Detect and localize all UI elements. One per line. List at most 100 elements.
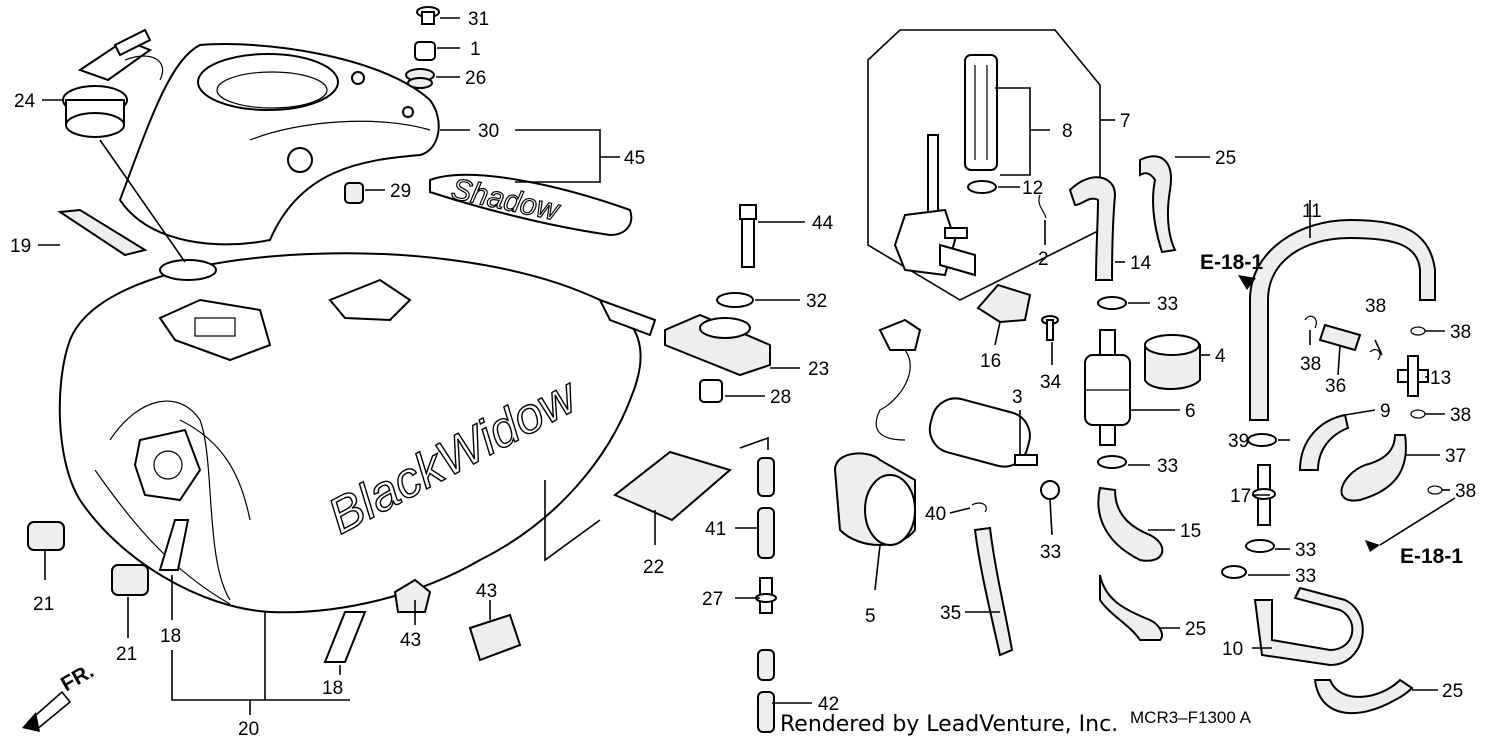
callout-20: 20 [238, 719, 259, 740]
pad-19 [57, 208, 148, 257]
callout-21b: 21 [116, 644, 137, 665]
bracket-5 [833, 452, 916, 546]
callout-27: 27 [702, 589, 723, 610]
callout-21a: 21 [33, 594, 54, 615]
cushion-21a [27, 521, 65, 551]
band-4 [1144, 334, 1201, 390]
callout-11: 11 [1302, 201, 1322, 222]
module-22 [613, 450, 733, 522]
callout-10: 10 [1222, 639, 1243, 660]
callout-12: 12 [1022, 178, 1043, 199]
callout-43a: 43 [476, 581, 497, 602]
tubes-42 [757, 649, 775, 733]
hose-37 [1340, 434, 1407, 502]
bolt-44 [739, 204, 757, 268]
joint-27 [755, 577, 777, 614]
grommet-29 [344, 182, 364, 204]
hose-15 [1097, 486, 1164, 562]
callout-24: 24 [14, 91, 36, 112]
callout-45: 45 [624, 148, 645, 169]
cap-16 [976, 283, 1032, 324]
callout-3: 3 [1012, 387, 1023, 408]
callout-35: 35 [940, 603, 961, 624]
tubes-41 [757, 457, 775, 559]
tube-36 [1318, 323, 1362, 352]
hose-10 [1253, 586, 1364, 667]
reference-top: E-18-1 [1200, 251, 1263, 274]
cushion-21b [111, 564, 149, 596]
callout-39: 39 [1228, 431, 1249, 452]
callout-6: 6 [1185, 401, 1196, 422]
callout-32: 32 [806, 291, 827, 312]
tank-cover [118, 43, 440, 246]
spring-hose-9 [1298, 413, 1350, 471]
clamp-39 [1247, 433, 1277, 447]
callout-14: 14 [1130, 253, 1152, 274]
callout-43b: 43 [400, 630, 421, 651]
callout-38d: 38 [1450, 405, 1471, 426]
unit-23 [664, 313, 771, 377]
grommet-26 [405, 68, 435, 89]
callout-25c: 25 [1442, 681, 1463, 702]
callout-13: 13 [1430, 368, 1451, 389]
spring-hose-25a [1139, 155, 1177, 254]
callout-38c: 38 [1450, 322, 1471, 343]
washer-32 [716, 292, 754, 308]
collar-1 [414, 41, 436, 61]
callout-22: 22 [643, 557, 664, 578]
callout-9: 9 [1380, 401, 1391, 422]
joint-13 [1397, 355, 1429, 397]
spring-hose-25b [1099, 574, 1163, 641]
callout-42: 42 [818, 694, 839, 715]
clip-40 [971, 502, 987, 513]
callout-44: 44 [812, 213, 834, 234]
reference-bottom: E-18-1 [1400, 545, 1463, 568]
credit-line: Rendered by LeadVenture, Inc. [780, 712, 1119, 737]
fuel-pump-3 [875, 318, 1038, 468]
oring-12 [967, 180, 997, 194]
strip-18b [323, 611, 367, 663]
collar-28 [699, 379, 723, 403]
callout-7: 7 [1120, 111, 1131, 132]
callout-37: 37 [1445, 446, 1466, 467]
hose-11 [1249, 218, 1436, 421]
callout-16: 16 [980, 351, 1001, 372]
callout-38b: 38 [1300, 354, 1321, 375]
callout-15: 15 [1180, 521, 1201, 542]
callout-38a: 38 [1365, 296, 1386, 317]
bolt-34 [1041, 315, 1059, 341]
callout-labels: 31 1 26 24 30 45 29 19 44 32 23 28 22 41… [10, 9, 1476, 740]
callout-36: 36 [1325, 376, 1346, 397]
fuel-filter-6 [1084, 329, 1131, 446]
strip-18a [158, 519, 190, 571]
callout-18b: 18 [322, 678, 343, 699]
callout-34: 34 [1040, 372, 1062, 393]
callout-29: 29 [390, 181, 411, 202]
callout-25a: 25 [1215, 148, 1236, 169]
callout-18a: 18 [160, 626, 181, 647]
callout-41: 41 [705, 519, 726, 540]
callout-23: 23 [808, 359, 829, 380]
callout-33d: 33 [1295, 540, 1316, 561]
callout-2: 2 [1038, 249, 1049, 270]
callout-17: 17 [1230, 486, 1251, 507]
callout-33c: 33 [1040, 542, 1061, 563]
callout-28: 28 [770, 387, 791, 408]
callout-19: 19 [10, 236, 31, 257]
leader-lines [38, 17, 1456, 715]
callout-4: 4 [1215, 346, 1226, 367]
reference-arrows [22, 275, 1380, 732]
callout-33a: 33 [1157, 294, 1178, 315]
diagram-code: MCR3–F1300 A [1130, 708, 1251, 727]
front-label: FR. [57, 659, 98, 696]
fuel-valve [893, 134, 976, 277]
bolt-31 [416, 6, 440, 25]
callout-8: 8 [1062, 121, 1073, 142]
callout-30: 30 [478, 121, 499, 142]
callout-1: 1 [470, 39, 481, 60]
callout-31: 31 [468, 9, 489, 30]
blocks-43 [393, 578, 522, 662]
clip-2 [1038, 194, 1047, 219]
strainer-8 [964, 54, 998, 171]
